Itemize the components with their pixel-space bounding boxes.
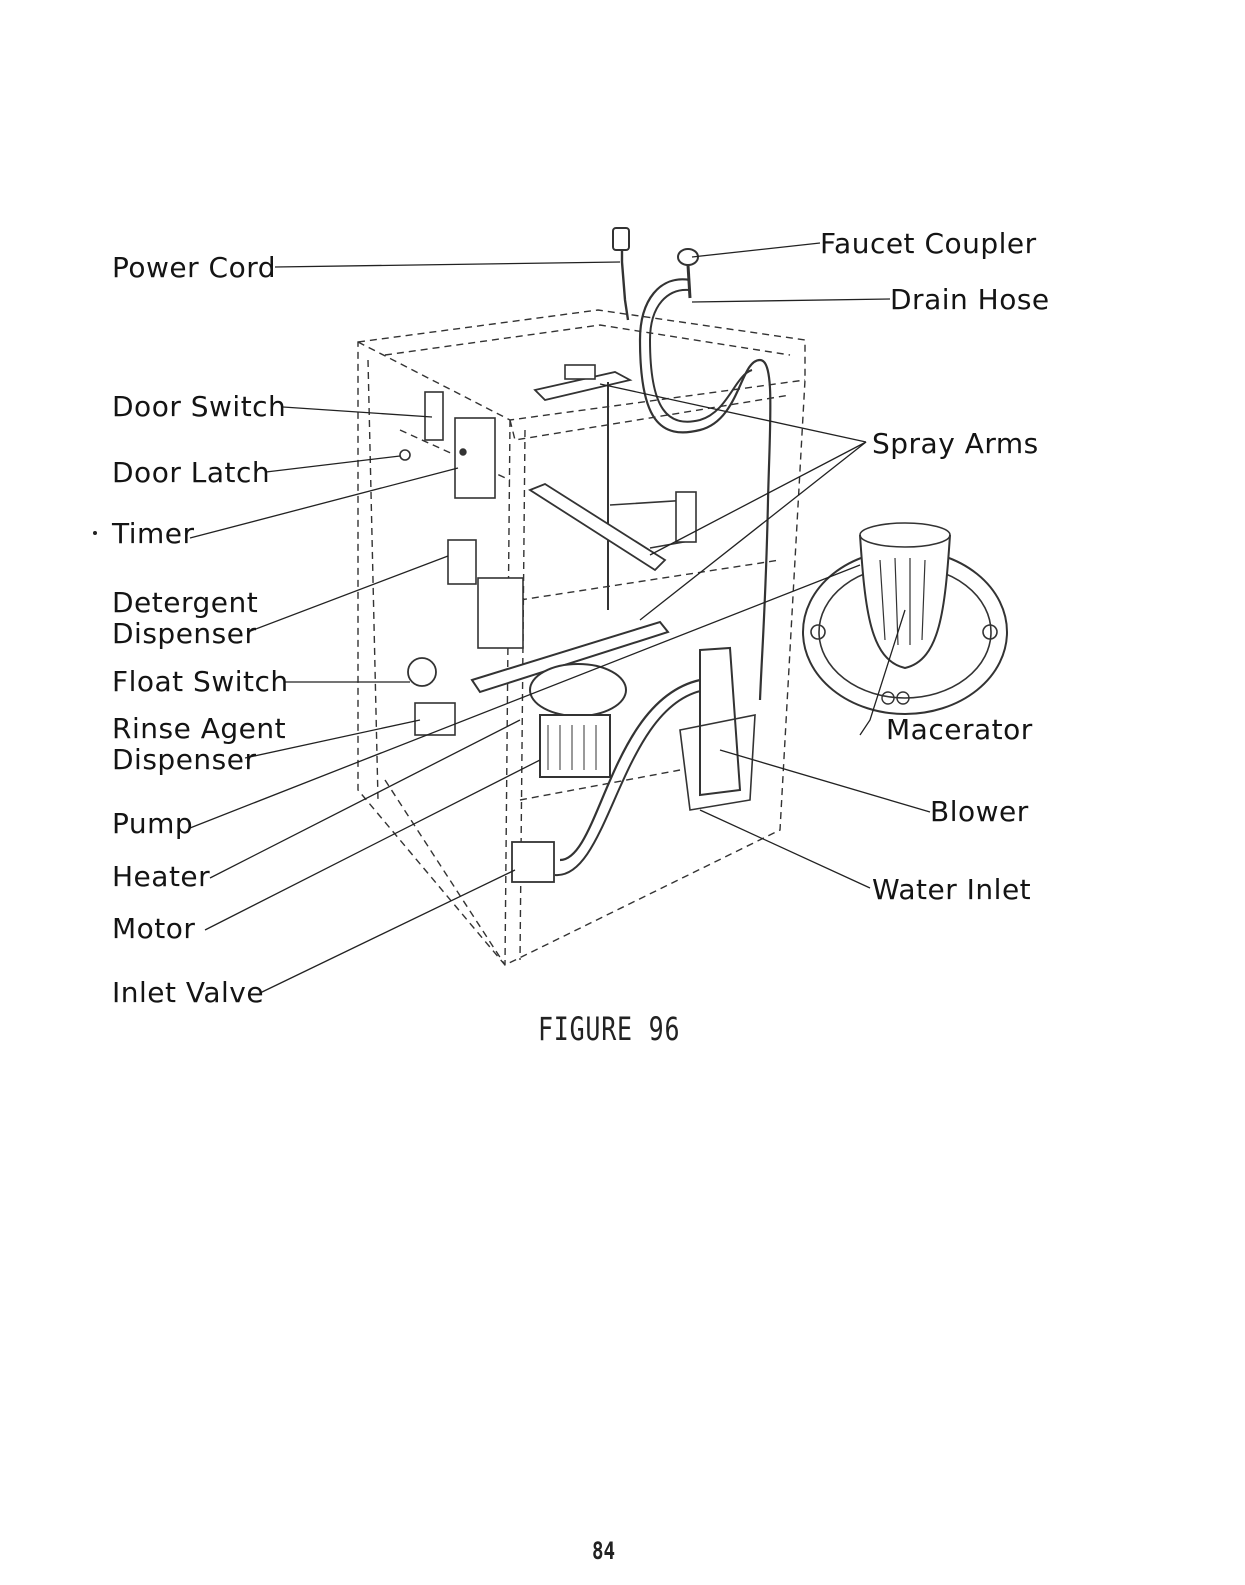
label-power-cord: Power Cord: [112, 252, 276, 284]
label-detergent-dispenser-line2: Dispenser: [112, 618, 257, 650]
label-float-switch: Float Switch: [112, 666, 289, 698]
inlet-valve-shape: [512, 842, 554, 882]
label-detergent-dispenser-line1: Detergent: [112, 587, 258, 619]
label-door-switch: Door Switch: [112, 391, 286, 423]
middle-spray-arm-shape: [530, 484, 665, 570]
label-heater: Heater: [112, 861, 210, 893]
pump-shape: [530, 664, 626, 716]
timer-shape: [455, 418, 495, 498]
figure-caption: FIGURE 96: [538, 1010, 680, 1048]
label-rinse-agent-line2: Dispenser: [112, 744, 257, 776]
label-timer: Timer: [112, 518, 195, 550]
label-macerator: Macerator: [886, 714, 1033, 746]
label-blower: Blower: [930, 796, 1029, 828]
detergent-dispenser-shape: [448, 540, 476, 584]
label-motor: Motor: [112, 913, 195, 945]
label-rinse-agent-line1: Rinse Agent: [112, 713, 286, 745]
float-switch-shape: [408, 658, 436, 686]
label-pump: Pump: [112, 808, 193, 840]
page-number: 84: [592, 1537, 615, 1565]
label-water-inlet: Water Inlet: [872, 874, 1031, 906]
rinse-agent-shape: [415, 703, 455, 735]
stray-dot: [93, 531, 97, 535]
door-switch-shape: [425, 392, 443, 440]
label-door-latch: Door Latch: [112, 457, 270, 489]
power-plug: [613, 228, 629, 250]
leader-lines: [190, 243, 930, 993]
macerator-detail: [803, 523, 1007, 714]
label-spray-arms: Spray Arms: [872, 428, 1039, 460]
label-drain-hose: Drain Hose: [890, 284, 1050, 316]
motor-shape: [540, 715, 610, 777]
drain-hose-shape: [640, 279, 770, 700]
label-faucet-coupler: Faucet Coupler: [820, 228, 1037, 260]
label-inlet-valve: Inlet Valve: [112, 977, 264, 1009]
